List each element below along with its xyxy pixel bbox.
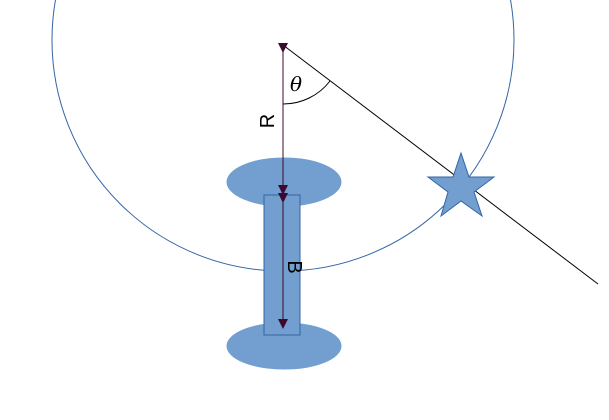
angled-line — [282, 44, 599, 285]
star-shape — [426, 151, 496, 218]
theta-label: θ — [290, 72, 302, 96]
length-label: B — [283, 260, 305, 273]
angle-arc — [282, 80, 331, 105]
radius-label: R — [257, 114, 279, 128]
